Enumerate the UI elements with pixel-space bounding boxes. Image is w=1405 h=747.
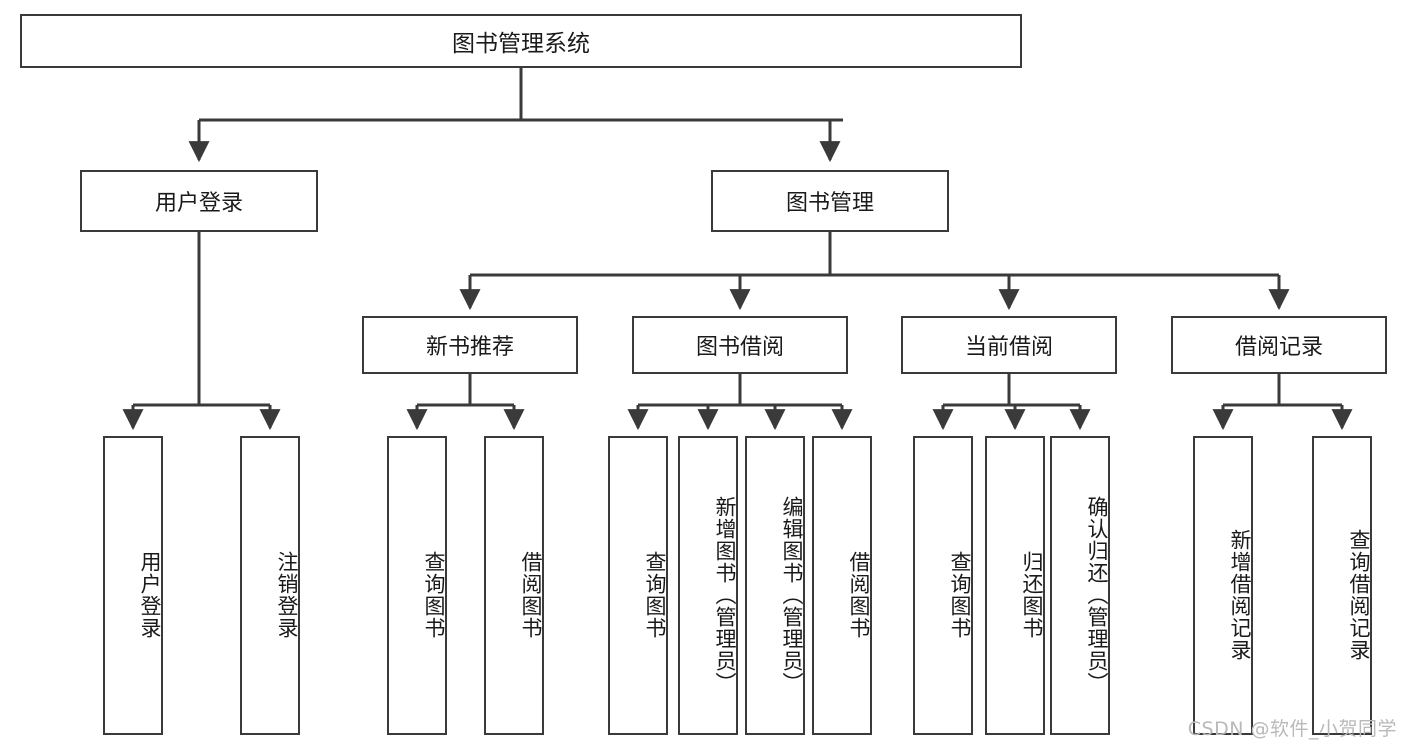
leaf-query-borrow-record[interactable]: 查询借阅记录 (1312, 436, 1372, 735)
leaf-confirm-return-label: 确认归还（管理员） (1085, 495, 1109, 694)
leaf-edit-book-label: 编辑图书（管理员） (780, 495, 804, 694)
leaf-add-borrow-record[interactable]: 新增借阅记录 (1193, 436, 1253, 735)
node-user-login[interactable]: 用户登录 (80, 170, 318, 232)
node-root[interactable]: 图书管理系统 (20, 14, 1022, 68)
node-book-borrow-label: 图书借阅 (695, 335, 784, 360)
leaf-query-book-3[interactable]: 查询图书 (913, 436, 973, 735)
leaf-add-book-label: 新增图书（管理员） (713, 495, 737, 694)
leaf-query-book-1[interactable]: 查询图书 (387, 436, 447, 735)
leaf-borrow-book-2-label: 借阅图书 (847, 550, 871, 639)
leaf-edit-book[interactable]: 编辑图书（管理员） (745, 436, 805, 735)
node-current-borrow-label: 当前借阅 (964, 335, 1053, 360)
node-new-book-recommend-label: 新书推荐 (425, 335, 514, 360)
leaf-borrow-book-1[interactable]: 借阅图书 (484, 436, 544, 735)
leaf-user-login[interactable]: 用户登录 (103, 436, 163, 735)
node-current-borrow[interactable]: 当前借阅 (901, 316, 1117, 374)
leaf-query-book-1-label: 查询图书 (422, 550, 446, 639)
leaf-logout-login-label: 注销登录 (275, 550, 299, 639)
node-book-manage[interactable]: 图书管理 (711, 170, 949, 232)
leaf-query-book-3-label: 查询图书 (948, 550, 972, 639)
node-book-borrow[interactable]: 图书借阅 (632, 316, 848, 374)
node-user-login-label: 用户登录 (154, 191, 243, 216)
leaf-return-book-label: 归还图书 (1020, 550, 1044, 639)
leaf-borrow-book-2[interactable]: 借阅图书 (812, 436, 872, 735)
leaf-add-borrow-record-label: 新增借阅记录 (1228, 528, 1252, 661)
node-root-label: 图书管理系统 (452, 31, 590, 57)
leaf-query-book-2[interactable]: 查询图书 (608, 436, 668, 735)
leaf-return-book[interactable]: 归还图书 (985, 436, 1045, 735)
node-new-book-recommend[interactable]: 新书推荐 (362, 316, 578, 374)
leaf-user-login-label: 用户登录 (138, 550, 162, 639)
node-book-manage-label: 图书管理 (785, 191, 874, 216)
leaf-confirm-return[interactable]: 确认归还（管理员） (1050, 436, 1110, 735)
node-borrow-record[interactable]: 借阅记录 (1171, 316, 1387, 374)
leaf-add-book[interactable]: 新增图书（管理员） (678, 436, 738, 735)
leaf-query-borrow-record-label: 查询借阅记录 (1347, 528, 1371, 661)
leaf-borrow-book-1-label: 借阅图书 (519, 550, 543, 639)
csdn-watermark: CSDN @软件_小贺同学 (1187, 718, 1397, 740)
leaf-query-book-2-label: 查询图书 (643, 550, 667, 639)
leaf-logout-login[interactable]: 注销登录 (240, 436, 300, 735)
node-borrow-record-label: 借阅记录 (1234, 335, 1323, 360)
